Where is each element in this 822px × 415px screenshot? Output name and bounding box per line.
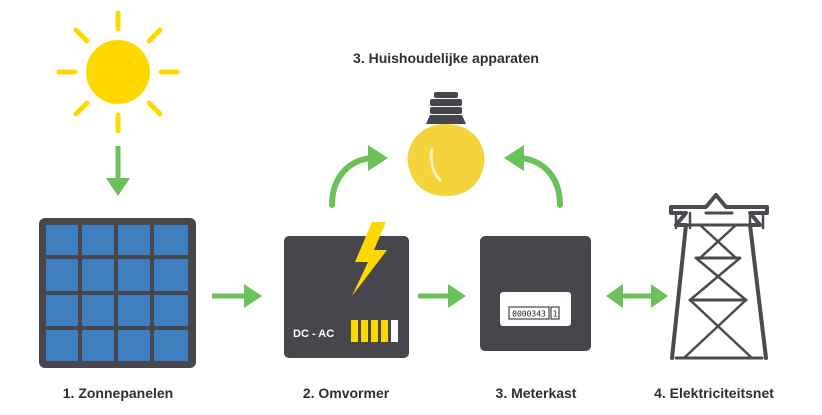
battery-icon xyxy=(351,320,398,342)
arrow-meter-to-bulb xyxy=(504,145,563,208)
arrow-meter-grid-bidirectional xyxy=(606,284,668,308)
label-huishoudelijke-apparaten: 3. Huishoudelijke apparaten xyxy=(353,50,539,66)
meter-icon: 0000343 1 xyxy=(480,236,591,351)
sun-icon xyxy=(56,10,180,134)
bulb-icon xyxy=(407,92,485,196)
label-omvormer: 2. Omvormer xyxy=(302,385,390,401)
label-meterkast: 3. Meterkast xyxy=(495,385,577,401)
arrow-sun-to-panels xyxy=(106,146,130,196)
inverter-icon: DC - AC xyxy=(284,222,409,358)
solar-panel-icon xyxy=(39,218,196,368)
inverter-display-text: DC - AC xyxy=(293,328,334,340)
arrow-inverter-to-meter xyxy=(418,284,466,308)
arrow-panels-to-inverter xyxy=(212,284,262,308)
lightning-icon xyxy=(352,222,387,296)
pylon-icon xyxy=(669,193,769,360)
meter-reading: 0000343 xyxy=(512,310,546,319)
label-elektriciteitsnet: 4. Elektriciteitsnet xyxy=(654,385,774,401)
arrow-inverter-to-bulb xyxy=(329,145,388,208)
meter-digit: 1 xyxy=(553,310,558,319)
label-zonnepanelen: 1. Zonnepanelen xyxy=(62,385,174,401)
